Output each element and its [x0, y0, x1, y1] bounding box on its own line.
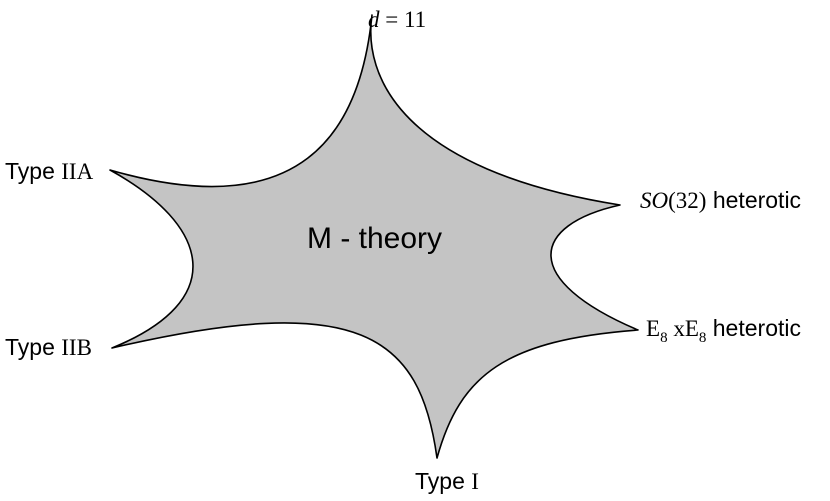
type-iib-prefix: Type — [5, 334, 62, 360]
e8-suffix: heterotic — [706, 315, 801, 341]
d-value: = 11 — [379, 7, 427, 32]
moduli-space-shape — [109, 14, 639, 459]
e8-first: E — [646, 316, 661, 341]
type-iia-prefix: Type — [5, 158, 62, 184]
so-number: (32) — [668, 188, 707, 213]
d-symbol: d — [368, 7, 380, 32]
type-iia-roman: IIA — [61, 159, 94, 184]
center-label-m-theory: M - theory — [307, 222, 443, 255]
so-suffix: heterotic — [706, 187, 802, 213]
vertex-label-d11: d = 11 — [368, 8, 426, 31]
vertex-label-e8xe8-heterotic: E8 xE8 heterotic — [646, 315, 801, 346]
vertex-label-type-i: Type I — [415, 468, 479, 494]
e8-times: x — [667, 316, 685, 341]
vertex-label-type-iib: Type IIB — [5, 334, 92, 360]
so-group: SO — [640, 188, 669, 213]
type-i-roman: I — [471, 469, 479, 494]
e8-first-subscript: 8 — [660, 330, 668, 346]
vertex-label-so32-heterotic: SO(32) heterotic — [640, 187, 802, 213]
e8-second-subscript: 8 — [698, 330, 707, 346]
type-i-prefix: Type — [415, 468, 472, 494]
vertex-label-type-iia: Type IIA — [5, 158, 94, 184]
type-iib-roman: IIB — [61, 335, 92, 360]
e8-second: E — [684, 316, 699, 341]
